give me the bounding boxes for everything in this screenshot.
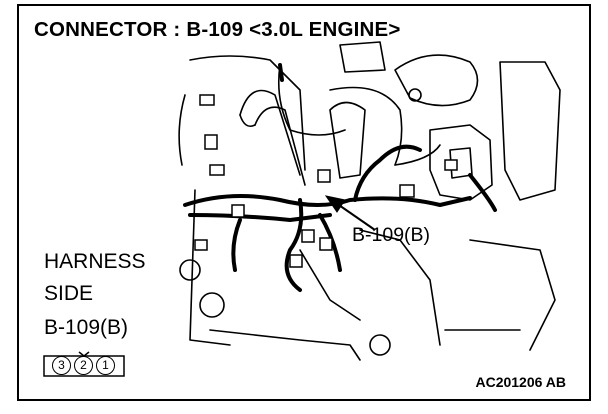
harness-side-line2: SIDE — [44, 282, 94, 305]
diagram-title: CONNECTOR : B-109 <3.0L ENGINE> — [34, 18, 401, 41]
harness-connector-label: B-109(B) — [44, 316, 129, 339]
callout-label: B-109(B) — [352, 224, 431, 246]
connector-pin-3: 3 — [52, 356, 71, 375]
connector-face-outline — [43, 355, 125, 377]
connector-pin-2: 2 — [74, 356, 93, 375]
connector-pin-1: 1 — [96, 356, 115, 375]
harness-side-line1: HARNESS — [44, 250, 146, 273]
figure-code: AC201206 AB — [475, 374, 566, 390]
